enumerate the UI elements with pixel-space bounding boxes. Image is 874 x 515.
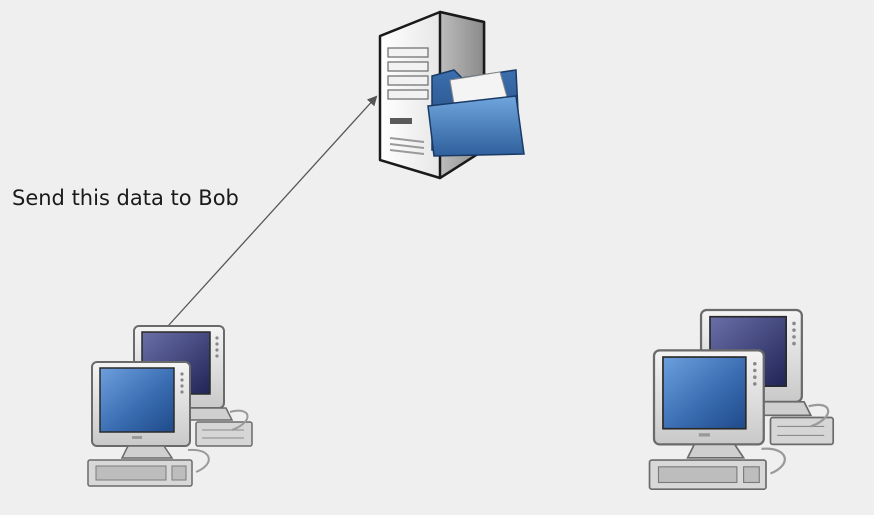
file-server-icon (378, 10, 525, 180)
edge-label: Send this data to Bob (12, 186, 239, 210)
receiver-workstations-icon (648, 308, 835, 491)
sender-workstations-icon (87, 325, 253, 487)
edge-sender-to-server (167, 95, 378, 327)
